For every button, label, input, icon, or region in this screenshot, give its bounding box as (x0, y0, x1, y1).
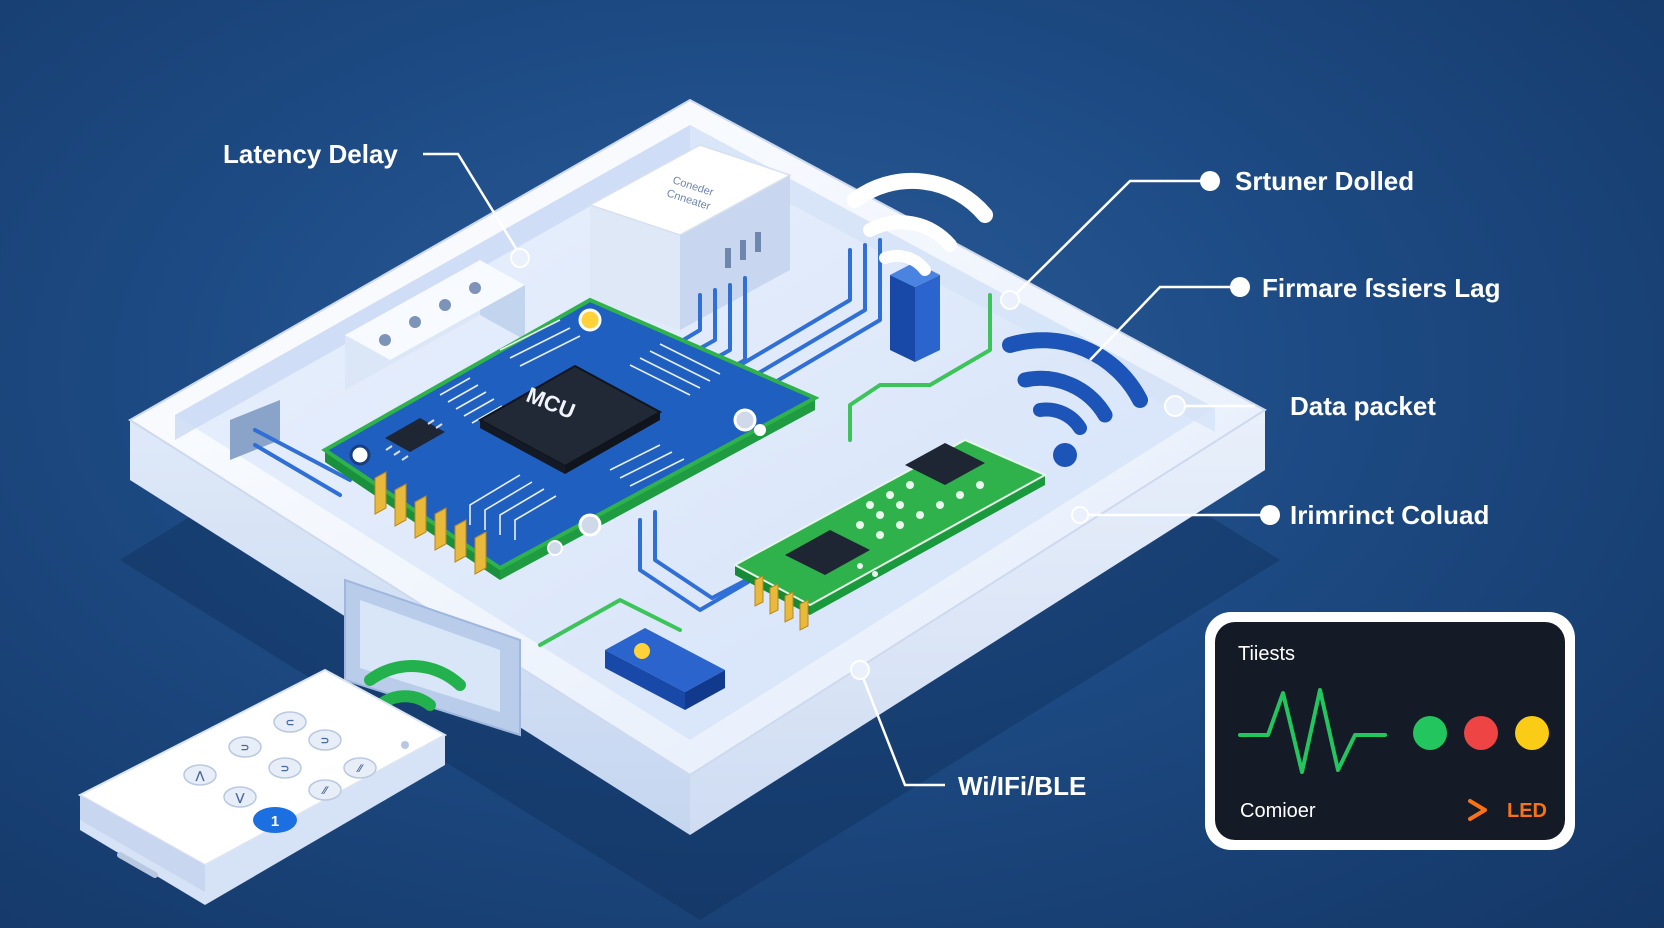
wifi-signal-top (847, 172, 993, 276)
svg-text:⊃: ⊃ (240, 742, 249, 754)
monitor-panel: Tiiests Comiоer LED (1205, 612, 1575, 850)
svg-text:⋀: ⋀ (195, 770, 205, 782)
remote-key-1-label: 1 (271, 813, 279, 830)
main-pcb: MCU (321, 297, 820, 580)
callout-dots (510, 171, 1280, 680)
green-pcb-ic-2 (905, 443, 985, 485)
svg-text:⋁: ⋁ (235, 792, 245, 804)
green-pcb-pins (754, 575, 809, 631)
label-wifi-ble: Wi/IFi/BLE (958, 771, 1086, 801)
connector-module: Coneder Cnneater (588, 144, 792, 492)
svg-text:∕∕: ∕∕ (355, 763, 364, 775)
monitor-title: Tiiests (1238, 643, 1295, 665)
svg-text:⊃: ⊃ (280, 763, 289, 775)
remote-control: ⊂ ⊃ ⊃ ⊃ ∕∕ ∕∕ ⋀ ⋁ 1 (77, 668, 448, 905)
label-firmware-issues: Firmare ſssiers Lag (1262, 273, 1500, 303)
gold-edge-pins (374, 471, 487, 575)
label-data-packet: Data packet (1290, 391, 1436, 421)
waveform (1238, 688, 1387, 774)
small-ic-chip (385, 418, 445, 461)
indicator-red (1464, 716, 1498, 750)
monitor-footer-right: LED (1507, 800, 1547, 822)
sensor-module (890, 262, 940, 362)
indicator-green (1413, 716, 1447, 750)
callout-leaders (423, 152, 1265, 787)
circuit-traces (253, 238, 992, 647)
led-module (605, 628, 725, 710)
label-latency-delay: Latency Delay (223, 139, 398, 169)
svg-text:⊃: ⊃ (320, 735, 329, 747)
wifi-signal-blue (1002, 332, 1148, 467)
inner-wall-left (175, 125, 690, 440)
remote-key-1 (253, 807, 297, 833)
mcu-chip: MCU (477, 364, 663, 474)
label-irimrinct-coluad: Irimrinct Coluad (1290, 500, 1489, 530)
remote-keypad (183, 711, 377, 808)
svg-text:⊂: ⊂ (285, 717, 294, 729)
terminal-block (345, 260, 525, 390)
green-pcb-ic-1 (785, 530, 870, 575)
monitor-footer-left: Comiоer (1240, 800, 1316, 822)
svg-text:∕∕: ∕∕ (320, 785, 329, 797)
secondary-pcb (732, 438, 1048, 631)
label-srtuner-dolled: Srtuner Dolled (1235, 166, 1414, 196)
indicator-yellow (1515, 716, 1549, 750)
